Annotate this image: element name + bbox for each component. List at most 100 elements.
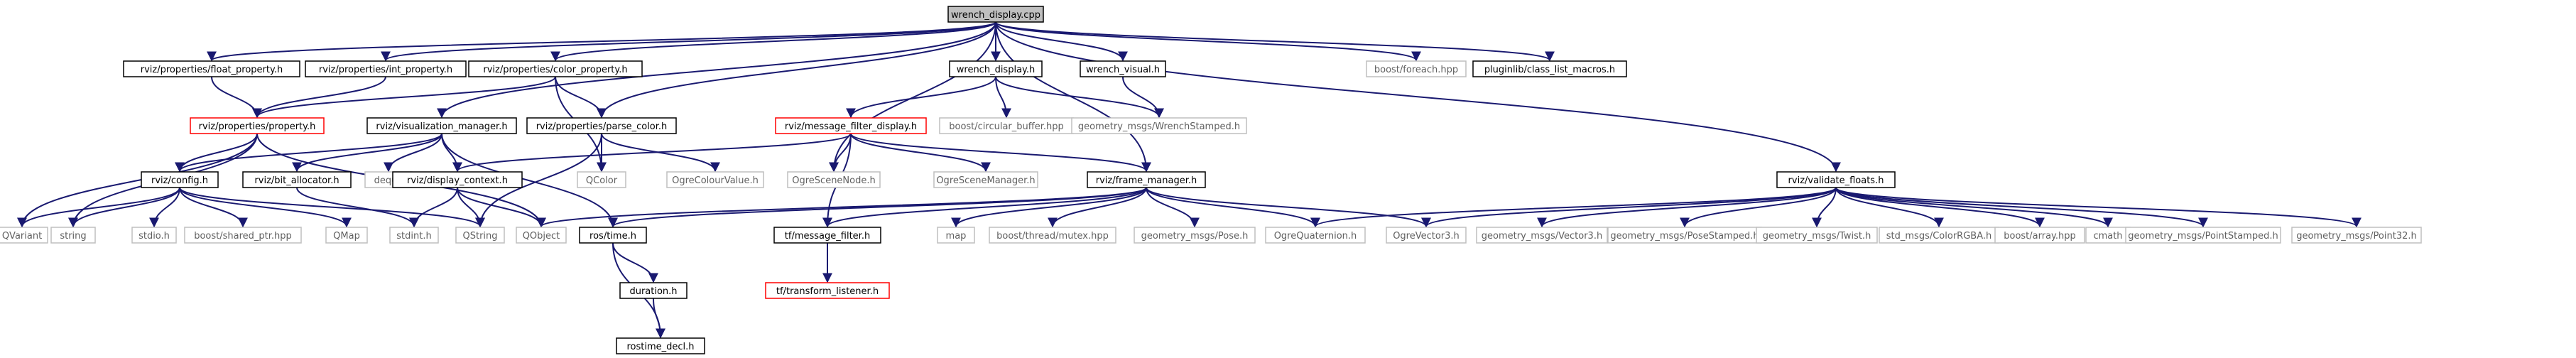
- edge-config-to-shared_ptr: [179, 187, 248, 228]
- node-box: [392, 171, 523, 188]
- node-duration[interactable]: duration.h: [619, 282, 688, 299]
- node-map: map: [937, 227, 975, 244]
- node-box: [989, 227, 1116, 244]
- edge-root-to-wrench_visual: [995, 21, 1128, 62]
- node-label: wrench_display.cpp: [951, 10, 1040, 21]
- node-label: OgreSceneNode.h: [792, 175, 875, 186]
- node-box: [131, 227, 177, 244]
- node-label: pluginlib/class_list_macros.h: [1484, 65, 1615, 75]
- node-bit-allocator[interactable]: rviz/bit_allocator.h: [242, 171, 352, 188]
- node-wrench-display-h[interactable]: wrench_display.h: [949, 60, 1043, 77]
- node-label: QString: [462, 231, 497, 242]
- node-label: tf/transform_listener.h: [776, 286, 879, 297]
- node-wrench-visual[interactable]: wrench_visual.h: [1080, 60, 1166, 77]
- node-validate-floats[interactable]: rviz/validate_floats.h: [1776, 171, 1896, 188]
- node-label: rviz/validate_floats.h: [1788, 175, 1884, 186]
- edge-bit_allocator-to-stdint: [296, 187, 419, 228]
- node-box: [516, 227, 567, 244]
- node-box: [455, 227, 505, 244]
- node-label: geometry_msgs/PointStamped.h: [2128, 231, 2278, 242]
- node-label: rviz/bit_allocator.h: [254, 175, 339, 186]
- node-display-context[interactable]: rviz/display_context.h: [392, 171, 523, 188]
- edge-frame_manager-to-mutex: [1048, 187, 1147, 228]
- node-label: QVariant: [2, 231, 42, 242]
- edge-validate_floats-to-point32: [1835, 187, 2362, 228]
- node-box: [141, 171, 219, 188]
- node-box: [1134, 227, 1256, 244]
- node-config[interactable]: rviz/config.h: [141, 171, 219, 188]
- edge-frame_manager-to-map: [951, 187, 1147, 228]
- node-parse-color[interactable]: rviz/properties/parse_color.h: [526, 117, 677, 134]
- node-label: geometry_msgs/Point32.h: [2296, 231, 2417, 242]
- node-box: [0, 227, 48, 244]
- edge-root-to-class_list_macros: [995, 21, 1555, 62]
- edge-message_filter_display-to-ogre_scene_manager: [850, 133, 991, 173]
- node-label: geometry_msgs/Twist.h: [1763, 231, 1871, 242]
- node-label: tf/message_filter.h: [785, 231, 870, 242]
- node-box: [190, 117, 325, 134]
- node-color-property[interactable]: rviz/properties/color_property.h: [468, 60, 643, 77]
- node-label: string: [60, 231, 86, 242]
- edge-frame_manager-to-tf_message_filter: [822, 187, 1147, 228]
- edge-config-to-qstring: [179, 187, 485, 228]
- node-message-filter-display[interactable]: rviz/message_filter_display.h: [775, 117, 927, 134]
- edge-validate_floats-to-pose_stamped: [1680, 187, 1837, 228]
- node-property[interactable]: rviz/properties/property.h: [190, 117, 325, 134]
- node-label: rviz/properties/color_property.h: [483, 65, 627, 75]
- node-box: [619, 282, 688, 299]
- node-float-property[interactable]: rviz/properties/float_property.h: [123, 60, 300, 77]
- node-qcolor: QColor: [577, 171, 626, 188]
- edge-root-to-ogre_scene_node: [829, 21, 996, 173]
- node-label: stdint.h: [396, 231, 431, 242]
- edge-wrench_display_h-to-message_filter_display: [846, 76, 996, 119]
- edge-color_property-to-property: [252, 76, 556, 119]
- node-label: rviz/message_filter_display.h: [785, 121, 917, 132]
- node-box: [389, 227, 439, 244]
- node-tf-message-filter[interactable]: tf/message_filter.h: [773, 227, 881, 244]
- node-rostime-decl[interactable]: rostime_decl.h: [616, 337, 705, 354]
- node-label: OgreColourValue.h: [672, 175, 759, 186]
- node-circular-buffer: boost/circular_buffer.hpp: [939, 117, 1074, 134]
- node-box: [1071, 117, 1247, 134]
- node-ogre-quaternion: OgreQuaternion.h: [1265, 227, 1366, 244]
- node-label: rviz/properties/property.h: [199, 121, 316, 132]
- node-box: [775, 117, 927, 134]
- edge-property-to-qvariant: [17, 133, 258, 228]
- node-label: cmath: [2093, 231, 2122, 242]
- node-ros-time[interactable]: ros/time.h: [579, 227, 647, 244]
- node-label: boost/foreach.hpp: [1374, 65, 1458, 75]
- edge-frame_manager-to-ros_time: [608, 187, 1147, 228]
- node-mutex: boost/thread/mutex.hpp: [989, 227, 1116, 244]
- node-vector3: geometry_msgs/Vector3.h: [1476, 227, 1608, 244]
- edge-visualization_manager-to-ros_time: [441, 133, 618, 228]
- edge-root-to-int_property: [381, 21, 996, 62]
- node-transform-listener[interactable]: tf/transform_listener.h: [765, 282, 890, 299]
- edge-validate_floats-to-cmath: [1835, 187, 2113, 228]
- node-visualization-manager[interactable]: rviz/visualization_manager.h: [366, 117, 517, 134]
- node-box: [1265, 227, 1366, 244]
- edge-config-to-qmap: [179, 187, 352, 228]
- node-box: [1386, 227, 1467, 244]
- edge-validate_floats-to-color_rgba: [1835, 187, 1944, 228]
- node-label: boost/circular_buffer.hpp: [949, 121, 1064, 132]
- node-int-property[interactable]: rviz/properties/int_property.h: [305, 60, 467, 77]
- node-class-list-macros[interactable]: pluginlib/class_list_macros.h: [1472, 60, 1627, 77]
- node-root[interactable]: wrench_display.cpp: [947, 6, 1044, 23]
- node-label: rostime_decl.h: [626, 342, 694, 352]
- edge-root-to-color_property: [550, 21, 996, 62]
- node-label: boost/shared_ptr.hpp: [194, 231, 292, 242]
- graph-edges: [17, 21, 2362, 339]
- edge-visualization_manager-to-display_context: [441, 133, 462, 173]
- node-box: [123, 60, 300, 77]
- node-box: [947, 6, 1044, 23]
- node-ogre-vector3: OgreVector3.h: [1386, 227, 1467, 244]
- node-qmap: QMap: [325, 227, 368, 244]
- node-color-rgba: std_msgs/ColorRGBA.h: [1879, 227, 1999, 244]
- edge-root-to-visualization_manager: [437, 21, 996, 119]
- node-ogre-scene-manager: OgreSceneManager.h: [933, 171, 1038, 188]
- node-label: geometry_msgs/Pose.h: [1141, 231, 1249, 242]
- edge-visualization_manager-to-deque: [384, 133, 442, 173]
- node-frame-manager[interactable]: rviz/frame_manager.h: [1087, 171, 1206, 188]
- node-stdint: stdint.h: [389, 227, 439, 244]
- node-box: [1476, 227, 1608, 244]
